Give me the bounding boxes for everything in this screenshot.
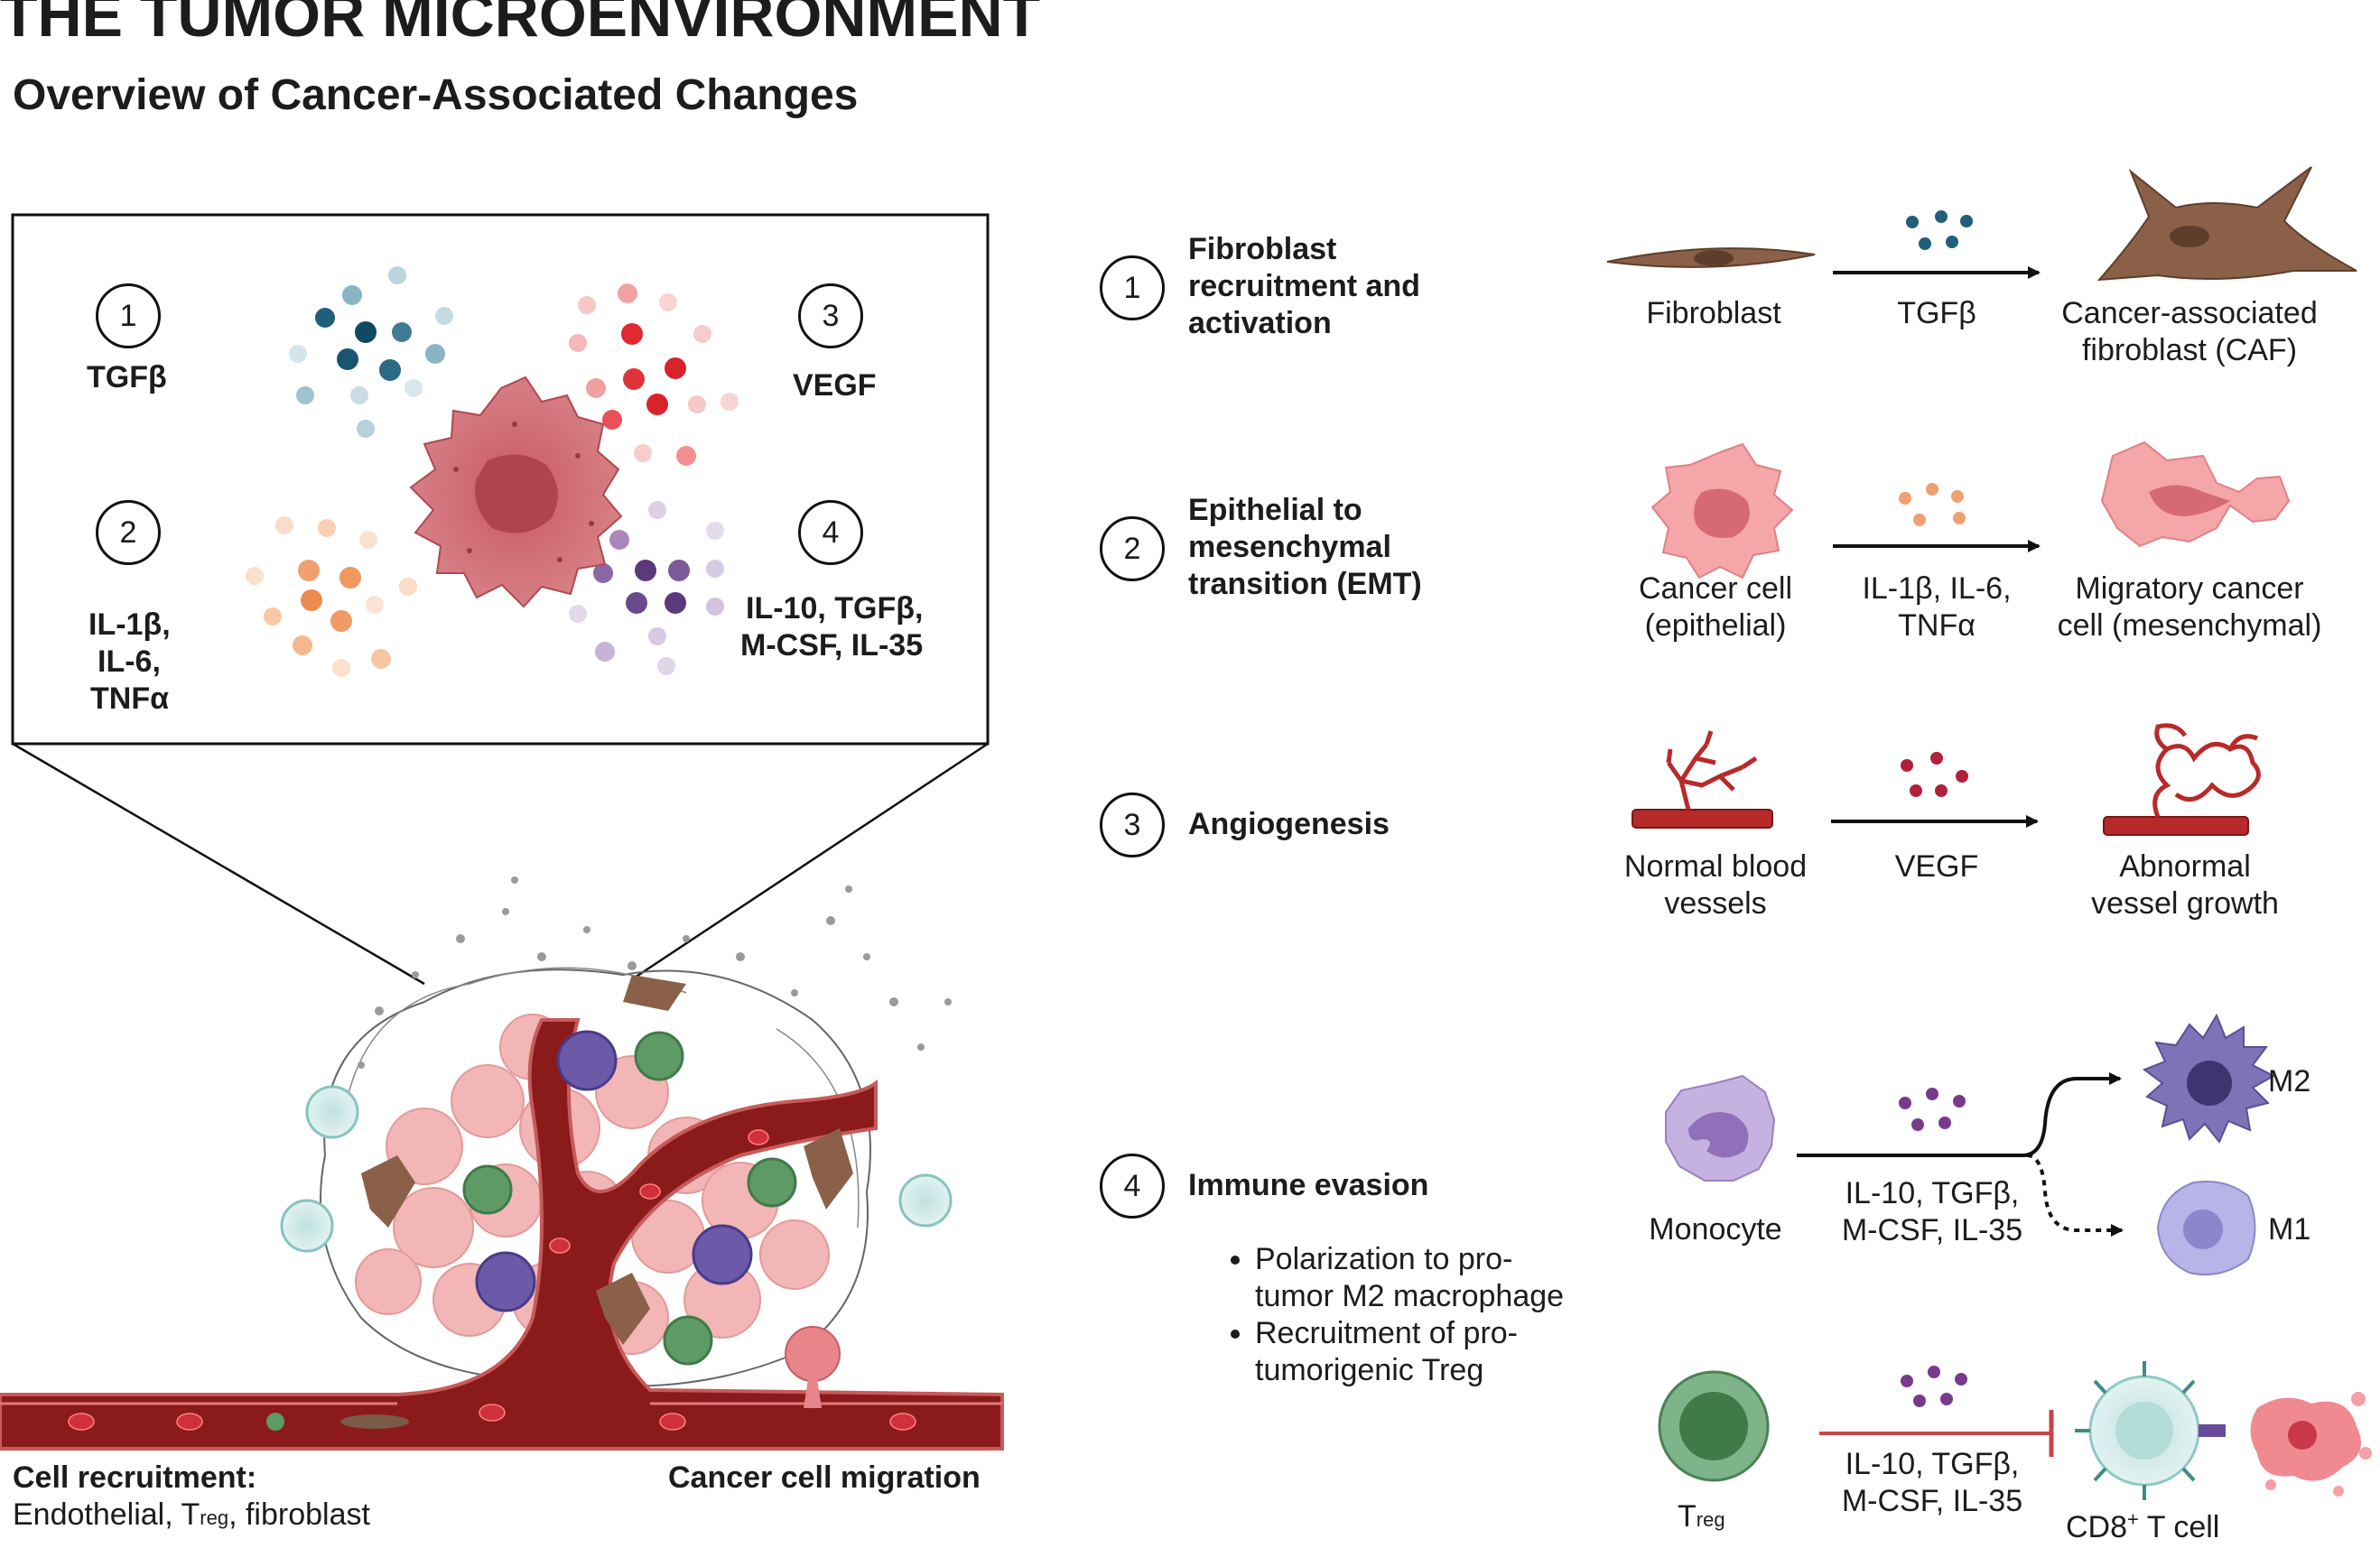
process-1-line-3: activation [1188,306,1332,340]
tumor-scene [0,876,1004,1451]
cd8-tcell-icon [2075,1361,2226,1500]
process-number-2: 2 [1100,516,1165,581]
fibroblast-label: Fibroblast [1646,296,1781,330]
monocyte-nucleus [1688,1112,1749,1158]
treg-signal-line-1: IL-10, TGFβ, [1845,1447,2020,1481]
page-title: THE TUMOR MICROENVIRONMENT [0,0,1041,50]
inset-label-vegf: VEGF [793,368,877,403]
normal-vessel-label-line-1: Normal blood [1623,849,1808,884]
process-2-line-1: Epithelial to [1188,493,1362,527]
mesenchymal-label-line-1: Migratory cancer [2075,571,2304,606]
epithelial-label-line-2: (epithelial) [1644,608,1787,643]
bullet-item: Recruitment of pro-tumorigenic Treg [1255,1315,1564,1389]
inset-number-1: 1 [96,283,161,348]
immune-dots-icon-1 [1899,1088,1966,1131]
emt-signal-line-1: IL-1β, IL-6, [1862,571,2012,606]
epithelial-nucleus [1694,488,1750,538]
process-3-line-1: Angiogenesis [1188,807,1390,841]
page-subtitle: Overview of Cancer-Associated Changes [13,71,859,119]
inset-number-3: 3 [798,283,863,348]
process-2-line-3: transition (EMT) [1188,567,1422,601]
arrow-to-m1 [2026,1154,2124,1237]
inset-number-2: 2 [96,500,161,565]
inset-emt-dots [246,516,417,677]
process-4-line-1: Immune evasion [1188,1168,1429,1202]
caf-nucleus [2170,226,2209,247]
fibroblast-nucleus [1694,250,1734,266]
treg-icon [1658,1370,1770,1482]
m1-macrophage-icon [2156,1181,2256,1276]
mesenchymal-label-line-2: cell (mesenchymal) [2057,608,2322,643]
inset-cancer-cell [409,375,623,608]
inset-number-4: 4 [798,500,863,565]
cell-recruitment-title: Cell recruitment: [13,1460,257,1495]
process-number-4: 4 [1100,1154,1165,1219]
emt-signal-line-2: TNFα [1898,608,1976,643]
vegf-signal-label: VEGF [1894,849,1979,884]
inset-label-il1b: IL-1β, [88,607,171,642]
zoom-line-right [631,742,989,981]
process-1-line-1: Fibroblast [1188,232,1337,266]
inset-label-tnfa: TNFα [90,681,169,716]
abnormal-vessel-label-line-2: vessel growth [2091,886,2279,921]
immune-dots-icon-2 [1901,1366,1967,1407]
vegf-dots-icon [1901,752,1968,797]
cell-recruitment-text: Endothelial, Treg, fibroblast [13,1497,370,1532]
normal-vessel-icon [1632,730,1773,829]
immune-signal-line-1: IL-10, TGFβ, [1845,1176,2020,1210]
cd8-tcell-label: CD8+ T cell [2066,1507,2220,1544]
epithelial-label-line-1: Cancer cell [1638,571,1793,606]
m1-label: M1 [2268,1212,2311,1247]
treg-signal-line-2: M-CSF, IL-35 [1841,1484,2023,1518]
arrow-to-m2 [1797,1072,2122,1157]
inset-label-mcsf: M-CSF, IL-35 [740,628,924,663]
abnormal-vessel-icon [2103,723,2261,836]
tgfb-signal-label: TGFβ [1897,296,1976,330]
cancer-cell-migration-label: Cancer cell migration [668,1460,981,1495]
bullet-item: Polarization to pro-tumor M2 macrophage [1255,1241,1564,1315]
caf-label-line-2: fibroblast (CAF) [2081,333,2298,367]
inset-tgfb-dots [289,266,453,438]
inset-label-il6: IL-6, [98,644,161,679]
normal-vessel-label-line-2: vessels [1664,886,1767,921]
mesenchymal-nucleus [2149,485,2230,516]
process-2-line-2: mesenchymal [1188,530,1391,564]
inset-box [11,213,990,746]
process-1-line-2: recruitment and [1188,269,1420,303]
caf-icon [2096,166,2357,282]
tgfb-dots-icon [1906,210,1973,250]
m2-label: M2 [2268,1064,2311,1098]
monocyte-label: Monocyte [1649,1212,1782,1247]
inset-immune-dots [569,501,724,675]
inset-label-tgfb: TGFβ [87,360,167,394]
caf-label-line-1: Cancer-associated [2061,296,2318,330]
immune-evasion-bullets: Polarization to pro-tumor M2 macrophage … [1217,1241,1564,1389]
abnormal-vessel-label-line-1: Abnormal [2119,849,2251,884]
inset-vegf-dots [569,283,739,466]
dying-cancer-cell-icon [2250,1392,2372,1497]
m2-macrophage-icon [2142,1013,2276,1144]
process-number-1: 1 [1100,255,1165,320]
inset-label-il10: IL-10, TGFβ, [746,591,924,626]
emt-dots-icon [1899,483,1966,526]
treg-label: Treg [1678,1499,1725,1534]
immune-signal-line-2: M-CSF, IL-35 [1841,1213,2023,1247]
process-number-3: 3 [1100,793,1165,857]
zoom-line-left [12,742,425,986]
